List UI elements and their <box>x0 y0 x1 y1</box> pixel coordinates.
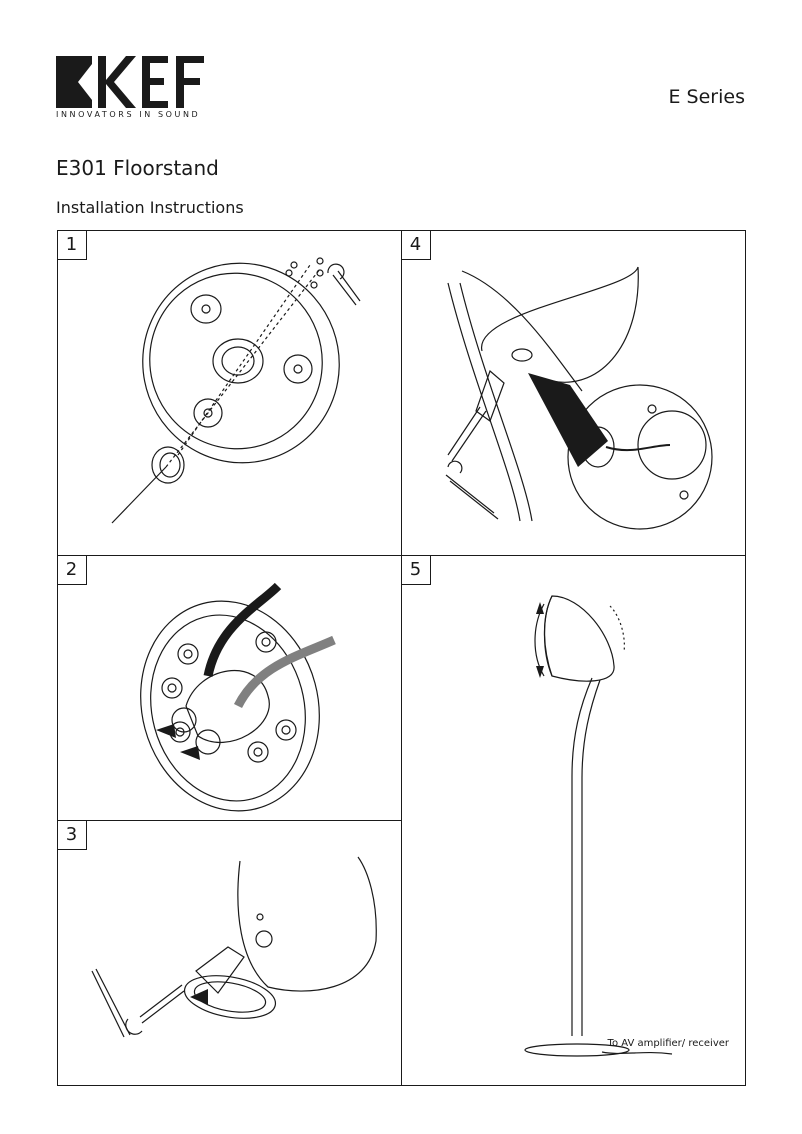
series-label: E Series <box>668 86 745 108</box>
step-5-caption: To AV amplifier/ receiver <box>607 1038 729 1049</box>
page-subtitle: Installation Instructions <box>56 198 244 217</box>
step-5-number: 5 <box>402 556 431 585</box>
step-1-illustration <box>111 257 361 524</box>
step-4-illustration <box>445 266 713 530</box>
step-4-panel: 4 <box>401 230 746 556</box>
step-3-panel: 3 <box>57 820 402 1086</box>
step-2-number: 2 <box>58 556 87 585</box>
step-5-panel: 5 To AV amplifier/ receiver <box>401 555 746 1086</box>
step-3-number: 3 <box>58 821 87 850</box>
step-2-panel: 2 <box>57 555 402 821</box>
step-5-illustration <box>524 595 673 1057</box>
kef-logo <box>56 56 204 108</box>
page-title: E301 Floorstand <box>56 156 219 180</box>
step-3-illustration <box>91 856 377 1038</box>
step-4-number: 4 <box>402 231 431 260</box>
step-1-number: 1 <box>58 231 87 260</box>
step-2-illustration <box>140 582 336 812</box>
brand-tagline: INNOVATORS IN SOUND <box>56 110 201 119</box>
step-1-panel: 1 <box>57 230 402 556</box>
